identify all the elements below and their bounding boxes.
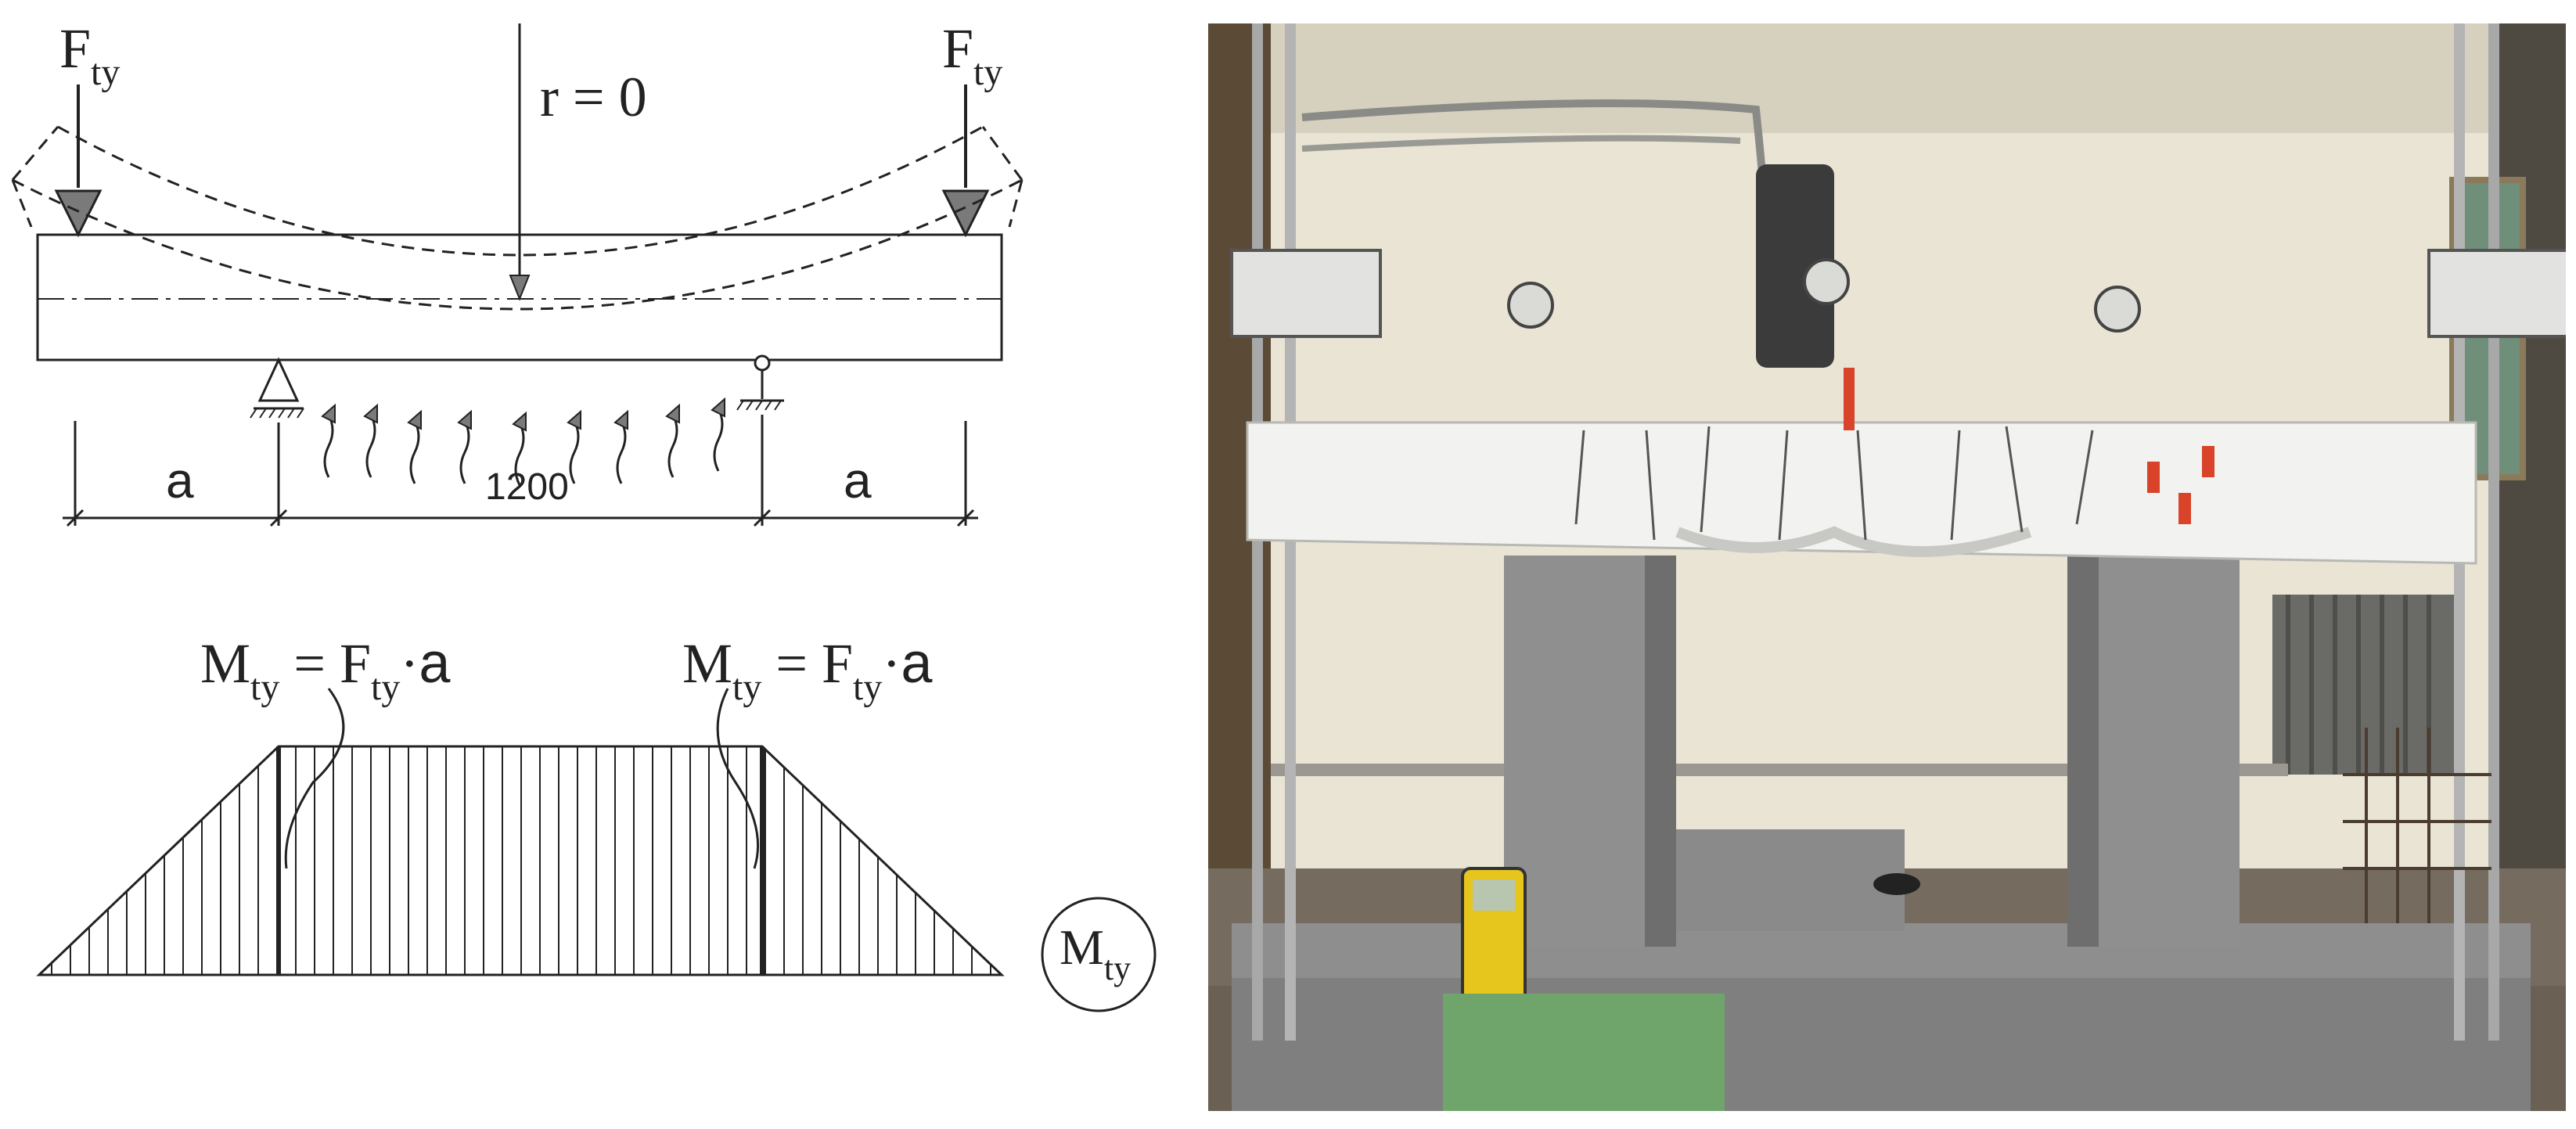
test-setup-photo xyxy=(1208,23,2566,1111)
support-pin-left xyxy=(250,357,304,419)
moment-diagram-symbol: Mty xyxy=(1041,897,1157,1012)
dim-label-a-left: a xyxy=(166,452,194,509)
svg-text:r = 0: r = 0 xyxy=(540,66,647,128)
force-right: Fty xyxy=(941,17,1002,238)
force-right-arrowhead xyxy=(941,189,990,238)
dimension-line xyxy=(63,415,978,527)
deformed-shape xyxy=(11,125,1024,311)
svg-text:Mty = Fty·a: Mty = Fty·a xyxy=(682,632,933,708)
moment-label-right: Mty = Fty·a xyxy=(682,632,933,869)
moment-diagram xyxy=(36,745,1005,976)
svg-text:Fty: Fty xyxy=(942,17,1002,93)
svg-text:Mty = Fty·a: Mty = Fty·a xyxy=(200,632,451,708)
svg-text:Mty: Mty xyxy=(1060,919,1131,987)
beam xyxy=(36,233,1003,361)
crack-arrowheads xyxy=(321,397,725,432)
crack-arrows xyxy=(323,408,724,486)
svg-text:Fty: Fty xyxy=(59,17,120,93)
force-left-arrowhead xyxy=(54,189,103,238)
dim-label-1200: 1200 xyxy=(485,466,569,508)
moment-label-left: Mty = Fty·a xyxy=(200,632,451,869)
force-left: Fty xyxy=(54,17,120,238)
support-roller-right xyxy=(736,354,784,411)
bending-test-scheme: Fty Fty r = 0 xyxy=(11,17,1157,1012)
curvature-label: r = 0 xyxy=(509,23,647,301)
dim-label-a-right: a xyxy=(844,452,872,509)
